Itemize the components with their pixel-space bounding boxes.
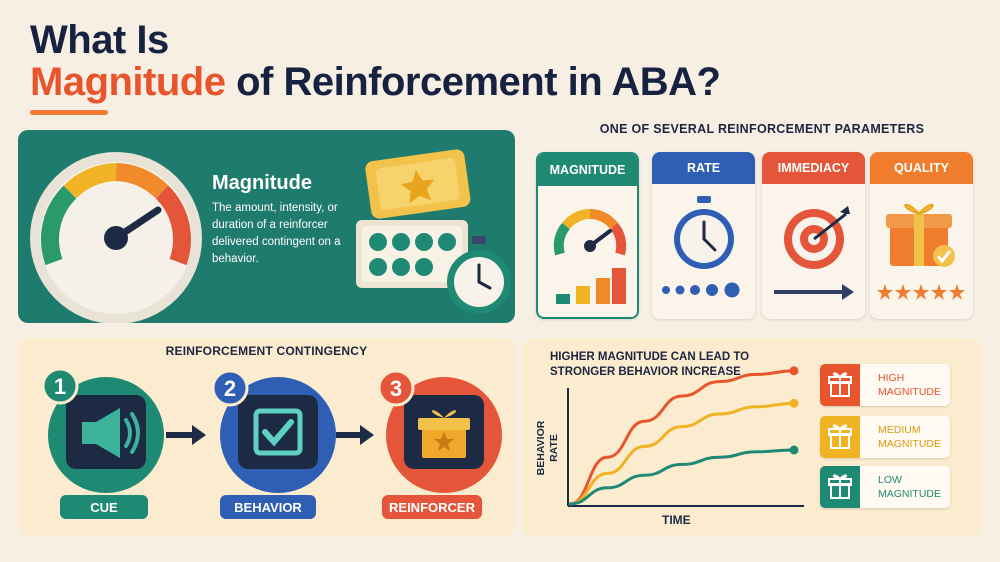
param-label-quality: QUALITY <box>870 152 973 184</box>
svg-text:BEHAVIOR: BEHAVIOR <box>535 420 547 475</box>
legend-high-line2: MAGNITUDE <box>878 386 941 398</box>
flow-arrow-1 <box>166 425 206 445</box>
step-number-badge-2: 2 <box>211 369 249 407</box>
hero-title: Magnitude <box>212 172 312 194</box>
param-card-magnitude: MAGNITUDE <box>536 152 639 319</box>
target-arrow-icon <box>774 206 854 300</box>
speedometer-gauge-icon <box>30 152 202 323</box>
legend-text-low: LOW MAGNITUDE <box>878 473 948 501</box>
step-label-reinforcer: REINFORCER <box>382 495 482 519</box>
legend-swatch-high <box>820 364 860 406</box>
chart-title: HIGHER MAGNITUDE CAN LEAD TO STRONGER BE… <box>550 351 750 378</box>
magnitude-hero-panel <box>18 130 515 323</box>
legend-text-medium: MEDIUM MAGNITUDE <box>878 423 948 451</box>
series-line-0 <box>568 369 796 506</box>
gift-icon <box>418 410 470 458</box>
legend-low-line1: LOW <box>878 474 902 486</box>
legend-item-high: HIGH MAGNITUDE <box>820 364 950 406</box>
series-line-1 <box>568 401 796 506</box>
svg-text:RATE: RATE <box>548 434 560 462</box>
y-axis-label: BEHAVIOR RATE <box>535 420 560 475</box>
gift-stars-icon <box>877 203 965 300</box>
legend-medium-line1: MEDIUM <box>878 424 921 436</box>
contingency-title: REINFORCEMENT CONTINGENCY <box>165 344 368 358</box>
legend-swatch-low <box>820 466 860 508</box>
step-reinforcer <box>386 377 502 493</box>
step-cue <box>48 377 164 493</box>
step-label-cue: CUE <box>60 495 148 519</box>
legend-high-line1: HIGH <box>878 372 905 384</box>
checkbox-icon <box>253 408 303 456</box>
step-number-badge-1: 1 <box>41 367 79 405</box>
series-end-point-1 <box>789 398 799 408</box>
step-number-badge-3: 3 <box>377 369 415 407</box>
parameters-title: ONE OF SEVERAL REINFORCEMENT PARAMETERS <box>599 122 925 136</box>
svg-text:3: 3 <box>390 376 402 401</box>
gift-icon <box>828 474 852 499</box>
svg-text:2: 2 <box>224 376 236 401</box>
gauge-with-bars-icon <box>553 209 627 304</box>
star-chart-icon <box>356 220 468 288</box>
param-label-magnitude: MAGNITUDE <box>538 154 637 186</box>
param-label-immediacy: IMMEDIACY <box>762 152 865 184</box>
stopwatch-icon <box>447 236 511 314</box>
megaphone-icon <box>82 408 140 458</box>
gift-icon <box>828 372 852 397</box>
page-title-line2: Magnitude of Reinforcement in ABA? <box>30 60 721 105</box>
param-card-immediacy: IMMEDIACY <box>762 152 865 319</box>
series-line-2 <box>568 448 796 506</box>
hero-description: The amount, intensity, or duration of a … <box>212 202 341 265</box>
svg-text:1: 1 <box>54 374 66 399</box>
stopwatch-icon <box>662 196 740 298</box>
legend-text-high: HIGH MAGNITUDE <box>878 371 948 399</box>
legend-item-medium: MEDIUM MAGNITUDE <box>820 416 950 458</box>
line-chart: TIME BEHAVIOR RATE <box>535 366 804 527</box>
series-end-point-2 <box>789 445 799 455</box>
title-highlight: Magnitude <box>30 60 226 104</box>
flow-arrow-2 <box>336 425 374 445</box>
legend-swatch-medium <box>820 416 860 458</box>
legend-low-line2: MAGNITUDE <box>878 488 941 500</box>
step-behavior <box>220 377 336 493</box>
x-axis-label: TIME <box>662 513 691 527</box>
contingency-flow: 1 2 3 <box>41 367 502 493</box>
param-card-quality: QUALITY <box>870 152 973 319</box>
step-label-behavior: BEHAVIOR <box>220 495 316 519</box>
gift-icon <box>828 424 852 449</box>
param-card-rate: RATE <box>652 152 755 319</box>
hero-illustration <box>30 149 511 323</box>
title-rest: of Reinforcement in ABA? <box>225 60 721 104</box>
title-underline <box>30 110 108 115</box>
page-title-line1: What Is <box>30 18 169 62</box>
legend-medium-line2: MAGNITUDE <box>878 438 941 450</box>
legend-item-low: LOW MAGNITUDE <box>820 466 950 508</box>
chart-series-group <box>568 366 799 506</box>
param-label-rate: RATE <box>652 152 755 184</box>
series-end-point-0 <box>789 366 799 376</box>
ticket-star-icon <box>365 149 471 219</box>
